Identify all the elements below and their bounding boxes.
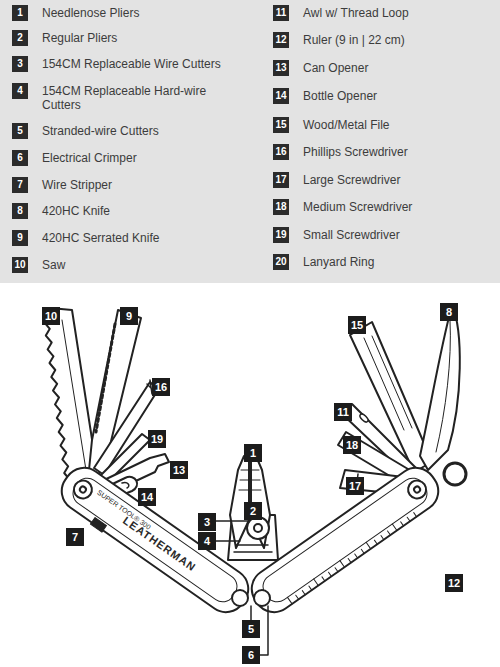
callout-number: 19 (273, 227, 289, 243)
brand-engraving: LEATHERMAN (120, 514, 198, 574)
pivot-screw (413, 485, 421, 493)
callout-number: 18 (343, 436, 361, 454)
callout-number: 16 (152, 378, 170, 396)
handle-pivot (70, 477, 95, 502)
part-name: Medium Screwdriver (303, 200, 493, 214)
part-name: Ruler (9 in | 22 cm) (303, 33, 493, 47)
callout-number: 18 (273, 199, 289, 215)
callout-number: 3 (198, 513, 216, 531)
bottle-opener-hook (122, 483, 129, 488)
callout-number: 4 (12, 83, 28, 99)
part-name: Needlenose Pliers (42, 6, 242, 20)
left-handle (53, 460, 256, 622)
part-name: Saw (42, 258, 242, 272)
pivot-screw (79, 485, 87, 493)
part-name: 154CM Replaceable Hard-wire Cutters (42, 84, 242, 112)
crimper-slot (234, 545, 272, 552)
knife (420, 305, 460, 470)
callout-number: 5 (242, 620, 260, 638)
knife-edge-line (436, 320, 450, 452)
multitool (44, 305, 466, 655)
part-name: Wire Stripper (42, 178, 242, 192)
part-name: Can Opener (303, 61, 493, 75)
knife-blade (420, 305, 460, 470)
callout-number: 5 (12, 123, 28, 139)
part-name: 420HC Serrated Knife (42, 231, 242, 245)
lanyard-ring (444, 463, 466, 485)
handle-groove (258, 473, 431, 606)
pivot-screw (254, 524, 262, 532)
callout-number: 19 (148, 430, 166, 448)
callout-number: 14 (138, 488, 156, 506)
wire-stripper-notch (90, 518, 106, 533)
callout-number: 13 (273, 60, 289, 76)
part-name: Regular Pliers (42, 31, 242, 45)
callout-number: 12 (273, 32, 289, 48)
handle-pivot (405, 477, 430, 502)
part-name: Large Screwdriver (303, 173, 493, 187)
leader-line (216, 520, 248, 522)
part-name: Lanyard Ring (303, 255, 493, 269)
handle-body (54, 460, 256, 620)
callout-number: 14 (273, 88, 289, 104)
callout-number: 4 (198, 532, 216, 550)
callout-number: 6 (242, 646, 260, 664)
callout-number: 15 (273, 117, 289, 133)
callout-number: 12 (445, 574, 463, 592)
callout-number: 2 (12, 30, 28, 46)
part-name: 420HC Knife (42, 204, 242, 218)
right-handle (244, 460, 446, 620)
callout-number: 17 (346, 477, 364, 495)
leader-line (216, 540, 240, 542)
callout-number: 17 (273, 172, 289, 188)
saw-spine-line (62, 320, 86, 470)
leader-line (260, 606, 268, 655)
part-name: Awl w/ Thread Loop (303, 6, 493, 20)
callout-number: 15 (348, 316, 366, 334)
jaw-grip (239, 470, 261, 490)
callout-number: 13 (170, 461, 188, 479)
callout-number: 11 (273, 5, 289, 21)
part-name: Stranded-wire Cutters (42, 124, 242, 138)
legend-panel (0, 0, 500, 283)
callout-number: 7 (66, 528, 84, 546)
ruler-ticks (287, 510, 416, 604)
handle-groove (68, 473, 241, 606)
part-name: Wood/Metal File (303, 118, 493, 132)
handle-joint (232, 590, 248, 606)
thread-loop (359, 413, 370, 424)
serration (96, 324, 115, 432)
callout-number: 20 (273, 254, 289, 270)
callout-number: 6 (12, 150, 28, 166)
callout-number: 9 (12, 230, 28, 246)
callout-number: 2 (244, 502, 262, 520)
part-name: Small Screwdriver (303, 228, 493, 242)
callout-number: 11 (334, 403, 352, 421)
callout-number: 1 (244, 444, 262, 462)
callout-number: 8 (12, 203, 28, 219)
part-name: Electrical Crimper (42, 151, 242, 165)
callout-number: 8 (440, 303, 458, 321)
handle-joint (254, 590, 270, 606)
callout-number: 10 (12, 257, 28, 273)
callout-number: 3 (12, 56, 28, 72)
callout-number: 7 (12, 177, 28, 193)
callout-number: 9 (120, 307, 138, 325)
leader-line (250, 606, 252, 620)
pliers-pivot (247, 517, 269, 539)
part-name: 154CM Replaceable Wire Cutters (42, 57, 242, 71)
part-name: Bottle Opener (303, 89, 493, 103)
callout-number: 1 (12, 5, 28, 21)
callout-number: 10 (42, 307, 60, 325)
callout-number: 16 (273, 144, 289, 160)
part-name: Phillips Screwdriver (303, 145, 493, 159)
handle-body (244, 460, 446, 620)
file-teeth (364, 336, 412, 430)
